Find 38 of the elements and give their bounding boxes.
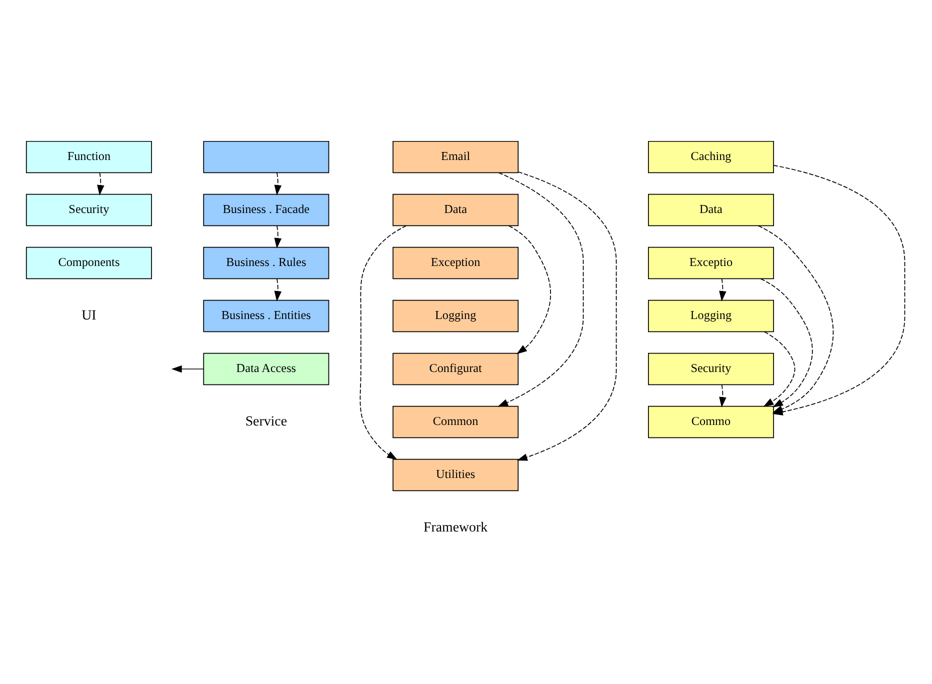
arrow [97,172,104,195]
arrow [719,278,726,301]
label: Framework [424,520,488,535]
arrow [758,224,834,412]
node-box: Business . Rules [203,246,330,279]
node-box: Configurat [392,352,519,385]
node-box: Function [26,140,152,173]
node-box: Caching [648,140,774,173]
arrow [516,170,617,460]
arrow [171,364,204,372]
arrow [274,278,282,301]
node-box: Logging [392,299,519,332]
node-box: Exceptio [648,246,774,279]
arrow [760,278,813,407]
label: UI [82,308,96,323]
arrow [360,224,407,460]
label: Service [245,414,288,429]
node-box: Email [392,140,519,173]
arrow [719,384,726,407]
node-box: Logging [648,299,774,332]
node-box: Exception [392,246,519,279]
node-box: Data [648,193,774,226]
arrow [508,224,551,354]
node-box: Data [392,193,519,226]
arrow [274,224,282,248]
node-box: Security [648,352,774,385]
node-box: Commo [648,405,774,438]
node-box: Security [26,193,152,226]
arrow [274,172,282,195]
arrow [763,330,796,406]
node-box: Components [26,246,152,279]
node-box [203,140,330,173]
node-box: Common [392,405,519,438]
node-box: Utilities [392,458,519,491]
arrow [498,172,584,406]
node-box: Data Access [203,352,330,385]
node-box: Business . Entities [203,299,330,332]
node-box: Business . Facade [203,193,330,226]
